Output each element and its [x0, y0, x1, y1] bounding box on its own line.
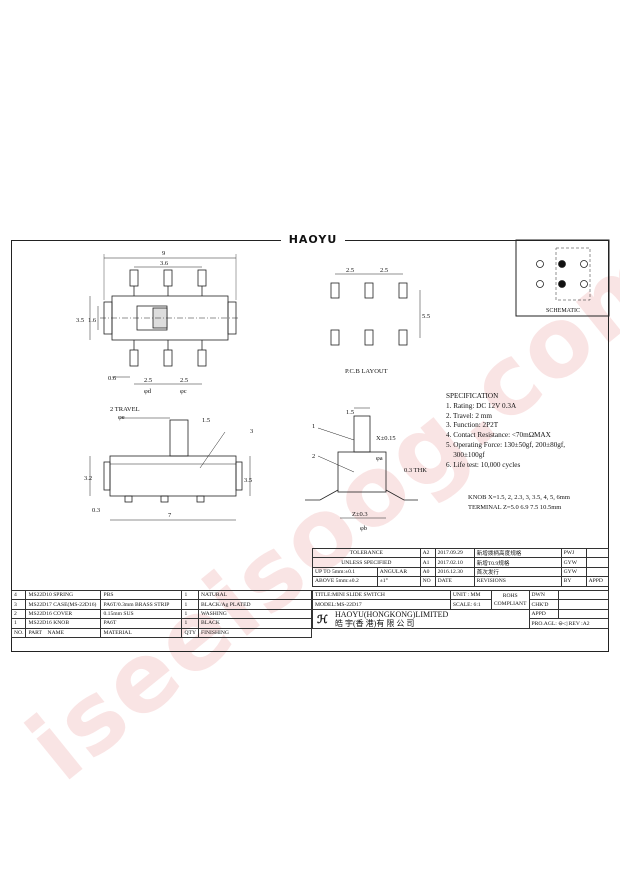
haoyu-logo: HAOYU: [281, 234, 345, 246]
dim-phi-c: φc: [180, 388, 187, 395]
schematic-label: SCHEMATIC: [546, 308, 580, 314]
pcb-dim-5-5: 5.5: [422, 313, 430, 320]
dim-1-5: 1.5: [202, 417, 210, 424]
company-name-cn: 皓 宇(香 港)有 限 公 司: [335, 618, 415, 628]
dim-3-5-b: 3.5: [244, 477, 252, 484]
dim-0-3: 0.3: [92, 507, 100, 514]
dim-phi-b: φb: [360, 525, 367, 532]
front-view-body: [109, 455, 237, 497]
knob-x-line: KNOB X=1.5, 2, 2.3, 3, 3.5, 4, 5, 6mm: [468, 494, 570, 501]
dim-x: X±0.15: [376, 435, 396, 442]
projection-icon: ⊖◁: [558, 620, 568, 627]
terminal-z-line: TERMINAL Z=5.0 6.9 7.5 10.5mm: [468, 504, 562, 511]
dim-2-5-a: 2.5: [144, 377, 152, 384]
pcb-layout-label: P.C.B LAYOUT: [345, 368, 388, 375]
spec-item: 3. Function: 2P2T: [446, 421, 499, 430]
callout-3: 3: [250, 428, 253, 435]
dim-2-5-b: 2.5: [180, 377, 188, 384]
company-name: HAOYU(HONGKONG)LIMITED: [335, 609, 449, 619]
callout-1: 1: [312, 423, 315, 430]
dim-travel: 2 TRAVEL: [110, 406, 140, 413]
spec-item: 1. Rating: DC 12V 0.3A: [446, 401, 517, 410]
specification: SPECIFICATION 1. Rating: DC 12V 0.3A 2. …: [446, 392, 565, 470]
dim-phi-a: φa: [376, 455, 383, 462]
spec-title: SPECIFICATION: [446, 392, 499, 400]
dim-0-6: 0.6: [108, 375, 117, 382]
dim-3-6: 3.6: [160, 260, 169, 267]
dim-z: Z±0.3: [352, 511, 368, 518]
dim-thk: 0.3 THK: [404, 467, 427, 474]
dim-3-5: 3.5: [76, 317, 84, 324]
dim-phi-e: φe: [118, 414, 125, 421]
spec-item: 4. Contact Resistance: <70mΩMAX: [446, 431, 551, 440]
dim-3-2: 3.2: [84, 475, 92, 482]
dim-1-6: 1.6: [88, 317, 97, 324]
spec-item: 5. Operating Force: 130±50gf, 200±80gf,: [446, 440, 566, 449]
callout-2: 2: [312, 453, 315, 460]
dim-side-1-5: 1.5: [346, 409, 354, 416]
spec-item: 300±100gf: [446, 450, 485, 459]
company-logo-icon: ℋ: [317, 612, 328, 626]
dim-7: 7: [168, 512, 172, 519]
dim-9: 9: [162, 250, 165, 257]
dim-phi-d: φd: [144, 388, 152, 395]
pcb-dim-2-5-a: 2.5: [346, 267, 354, 274]
spec-item: 6. Life test: 10,000 cycles: [446, 460, 521, 469]
pcb-dim-2-5-b: 2.5: [380, 267, 388, 274]
spec-item: 2. Travel: 2 mm: [446, 411, 492, 420]
